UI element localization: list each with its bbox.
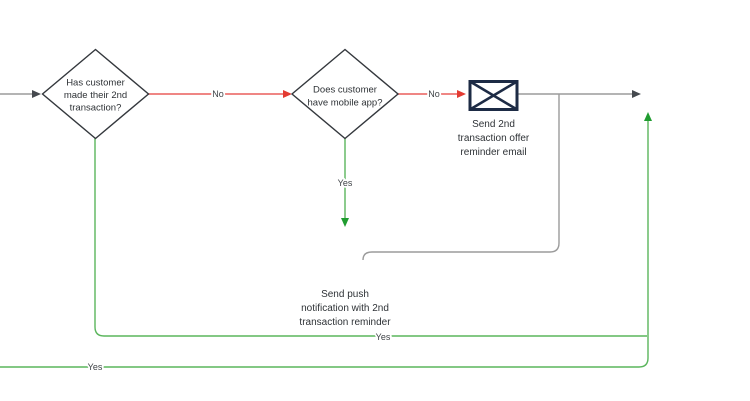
edge-label-yes: Yes bbox=[88, 362, 103, 372]
decision1-node: Has customer made their 2nd transaction? bbox=[41, 48, 150, 140]
edge-loop-yes bbox=[0, 112, 652, 368]
arrowhead-right-icon bbox=[32, 90, 41, 98]
edge-decision2-yes bbox=[341, 138, 349, 227]
envelope-icon bbox=[468, 80, 519, 111]
envelope-flap bbox=[469, 80, 518, 111]
push-yes-line bbox=[94, 138, 647, 337]
arrowhead-right-icon bbox=[283, 90, 292, 98]
decision1-text: transaction? bbox=[70, 103, 122, 114]
email-task-label: reminder email bbox=[460, 147, 526, 158]
edge-email-branch bbox=[362, 94, 560, 261]
edge-label-yes: Yes bbox=[338, 178, 353, 188]
push-task-label: notification with 2nd bbox=[301, 303, 389, 314]
loop-yes-line bbox=[0, 121, 649, 368]
edge-decision2-no bbox=[398, 90, 466, 98]
start-edge bbox=[0, 90, 41, 98]
edge-email-out bbox=[517, 90, 641, 98]
arrowhead-right-icon bbox=[632, 90, 641, 98]
push-task-label: Send push bbox=[321, 289, 369, 300]
push-task-node: Send push notification with 2nd transact… bbox=[299, 289, 391, 328]
decision2-node: Does customer have mobile app? bbox=[290, 48, 400, 140]
push-task-label: transaction reminder bbox=[299, 317, 391, 328]
decision2-text: have mobile app? bbox=[308, 98, 383, 109]
decision1-diamond bbox=[41, 48, 150, 140]
edge-label-no: No bbox=[428, 89, 440, 99]
arrowhead-up-icon bbox=[644, 112, 652, 121]
decision1-text: made their 2nd bbox=[64, 90, 127, 101]
edge-label-yes: Yes bbox=[376, 332, 391, 342]
decision1-text: Has customer bbox=[66, 78, 125, 89]
edge-push-yes bbox=[94, 138, 647, 337]
email-task-node: Send 2nd transaction offer reminder emai… bbox=[458, 80, 530, 158]
email-task-label: transaction offer bbox=[458, 133, 530, 144]
email-branch-line bbox=[362, 94, 560, 261]
arrowhead-down-icon bbox=[341, 218, 349, 227]
edge-label-no: No bbox=[212, 89, 224, 99]
email-task-label: Send 2nd bbox=[472, 119, 515, 130]
edge-decision1-no bbox=[148, 90, 292, 98]
decision2-text: Does customer bbox=[313, 85, 377, 96]
decision2-diamond bbox=[290, 48, 400, 140]
arrowhead-right-icon bbox=[457, 90, 466, 98]
